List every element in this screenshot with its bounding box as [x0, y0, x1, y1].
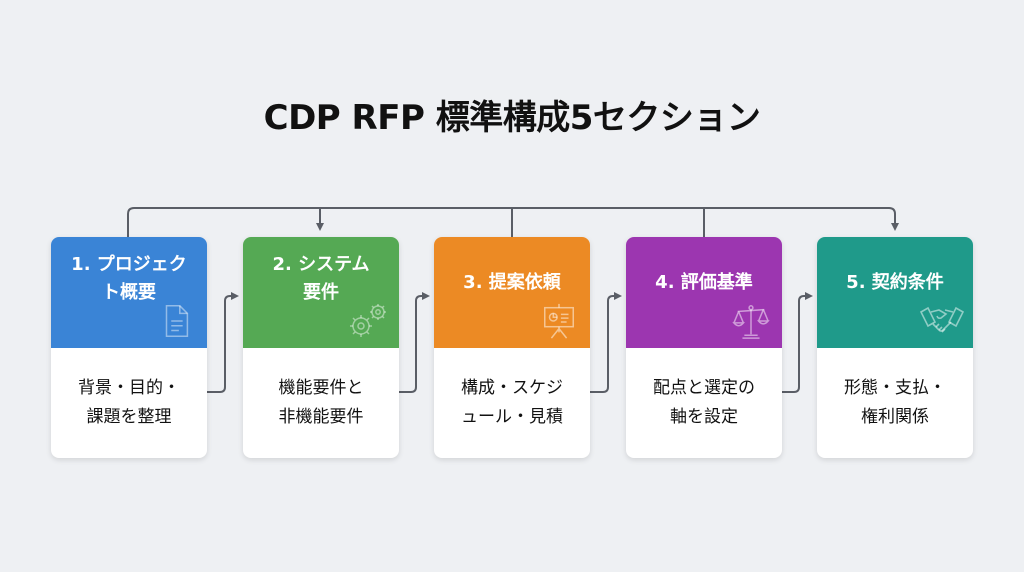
presentation-icon [543, 303, 575, 339]
side-connector-4-5 [781, 292, 813, 393]
description-line: 配点と選定の [653, 378, 755, 398]
section-title-line: ト概要 [102, 282, 156, 303]
description-line: 軸を設定 [670, 407, 738, 427]
section-header-3: 3. 提案依頼 [434, 237, 590, 348]
section-description-3: 構成・スケジュール・見積 [434, 348, 590, 458]
description-line: 非機能要件 [278, 407, 364, 427]
section-description-5: 形態・支払・権利関係 [817, 348, 973, 458]
section-card-1: 1. プロジェク ト概要 背景・目的・課題を整理 [51, 237, 207, 458]
scales-icon [732, 305, 770, 339]
description-line: 形態・支払・ [844, 378, 946, 398]
document-icon [165, 305, 189, 337]
top-bus-line [127, 207, 899, 237]
section-header-4: 4. 評価基準 [626, 237, 782, 348]
description-line: ュール・見積 [461, 407, 563, 427]
section-description-4: 配点と選定の軸を設定 [626, 348, 782, 458]
description-line: 課題を整理 [86, 407, 172, 427]
section-card-3: 3. 提案依頼 構成・スケジュール・見積 [434, 237, 590, 458]
side-connector-2-3 [398, 292, 430, 393]
gears-icon [350, 304, 386, 337]
section-title-line: 1. プロジェク [71, 254, 187, 275]
section-description-2: 機能要件と非機能要件 [243, 348, 399, 458]
section-description-1: 背景・目的・課題を整理 [51, 348, 207, 458]
section-title-line: 5. 契約条件 [846, 272, 944, 293]
section-card-5: 5. 契約条件 形態・支払・権利関係 [817, 237, 973, 458]
section-header-5: 5. 契約条件 [817, 237, 973, 348]
section-header-1: 1. プロジェク ト概要 [51, 237, 207, 348]
description-line: 構成・スケジ [461, 378, 563, 398]
section-title-line: 4. 評価基準 [655, 272, 753, 293]
section-card-2: 2. システム 要件 機能要件と非機能要件 [243, 237, 399, 458]
description-line: 権利関係 [861, 407, 929, 427]
side-connector-1-2 [207, 292, 239, 393]
section-title-line: 要件 [303, 282, 339, 303]
section-title-line: 3. 提案依頼 [463, 272, 561, 293]
description-line: 背景・目的・ [78, 378, 180, 398]
section-card-4: 4. 評価基準 配点と選定の軸を設定 [626, 237, 782, 458]
section-title-line: 2. システム [272, 254, 370, 275]
handshake-icon [919, 306, 965, 333]
description-line: 機能要件と [278, 378, 364, 398]
side-connector-3-4 [590, 292, 622, 393]
page-title: CDP RFP 標準構成5セクション [263, 98, 761, 138]
section-header-2: 2. システム 要件 [243, 237, 399, 348]
